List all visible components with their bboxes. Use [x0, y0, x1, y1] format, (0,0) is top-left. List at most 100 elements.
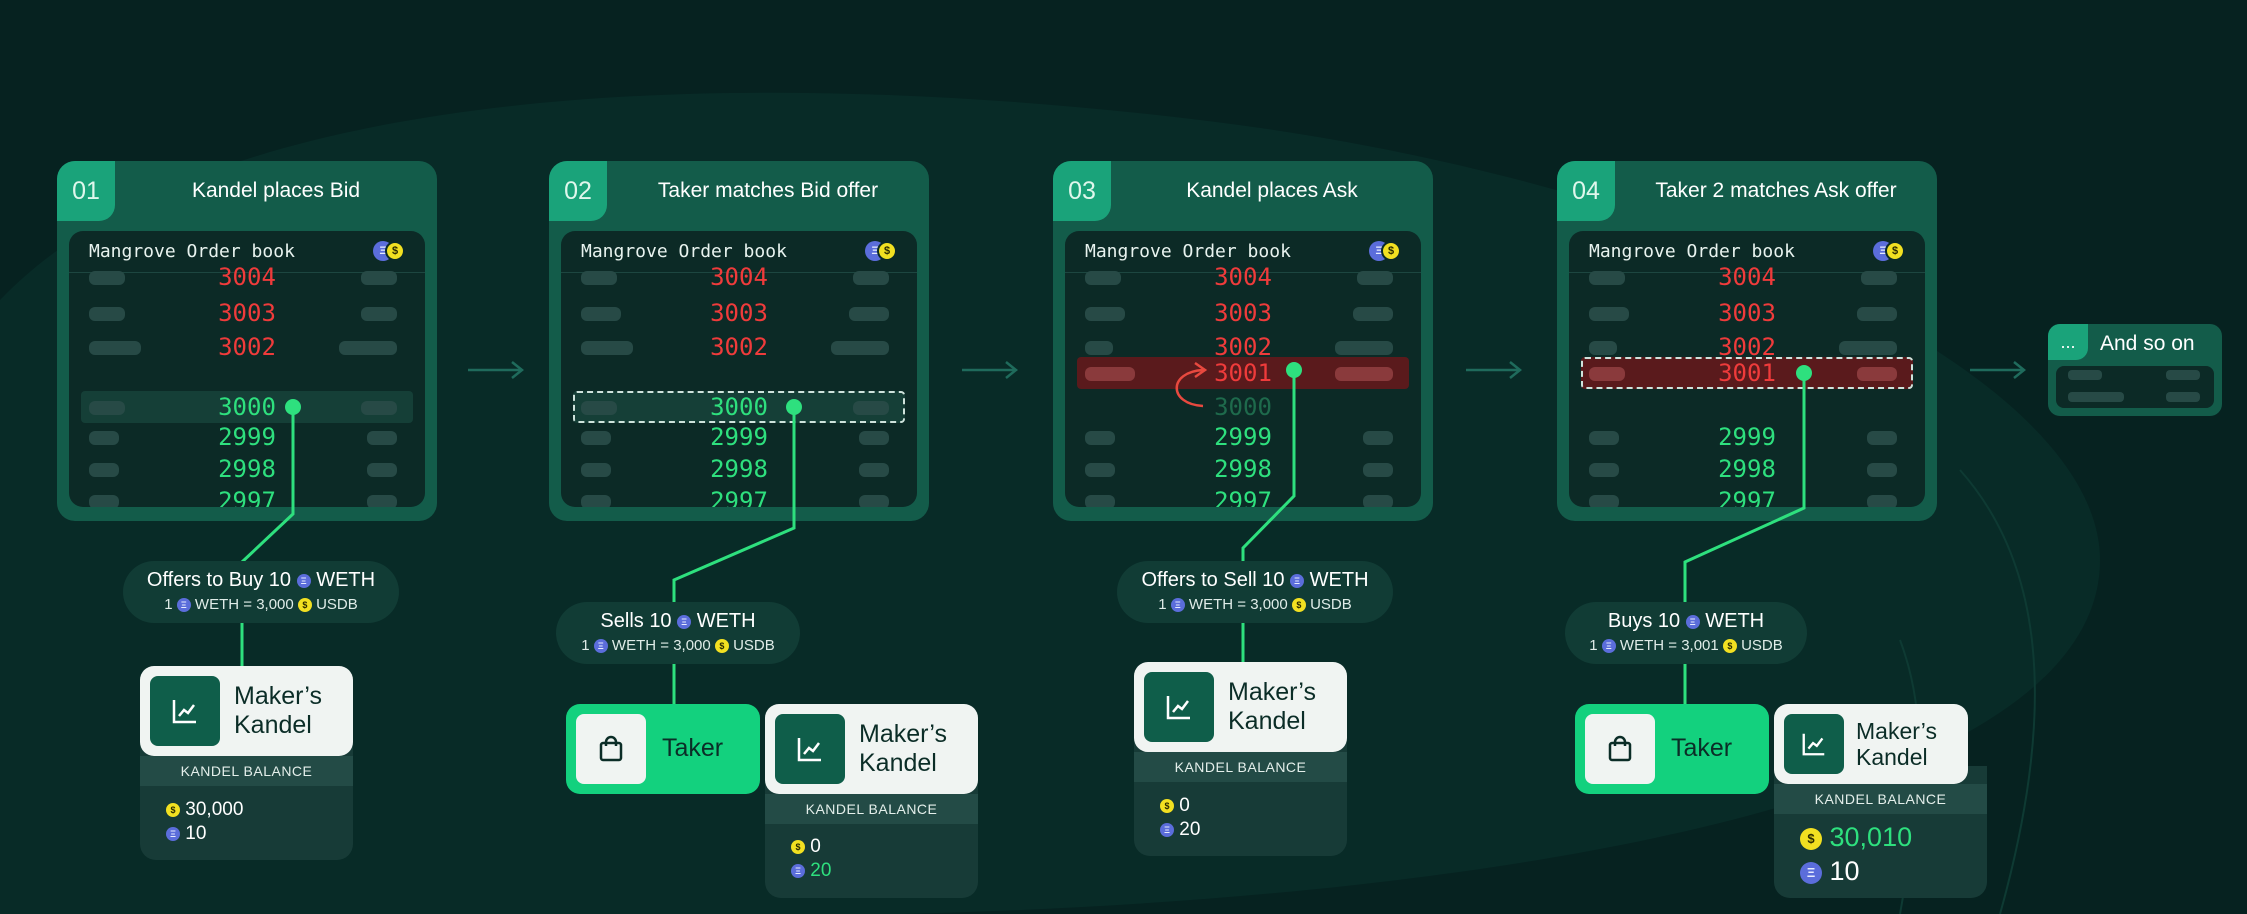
usdb-balance: $ 0	[1160, 795, 1190, 817]
price-label: 3004	[710, 263, 768, 291]
usdb-token-icon: $	[714, 639, 729, 654]
price-label: 3001	[1718, 359, 1776, 387]
price-label: 2997	[1214, 487, 1272, 507]
order-row: 3003	[561, 297, 917, 329]
step-card-04: 04 Taker 2 matches Ask offer Mangrove Or…	[1557, 161, 1937, 521]
step-card-01: 01 Kandel places Bid Mangrove Order book…	[57, 161, 437, 521]
order-row: 3004	[1569, 261, 1925, 293]
flow-arrow-2-head	[1005, 361, 1019, 379]
matched-offer-outline	[1581, 357, 1913, 389]
eth-token-icon: Ξ	[176, 598, 191, 613]
step-card-03: 03 Kandel places Ask Mangrove Order book…	[1053, 161, 1433, 521]
price-label: 3002	[710, 333, 768, 361]
order-row: 2999	[69, 421, 425, 453]
price-label: 2999	[1718, 423, 1776, 451]
eth-token-icon: Ξ	[1800, 861, 1822, 884]
price-label: 3002	[1214, 333, 1272, 361]
order-row: 3002	[561, 331, 917, 363]
balance-header: KANDEL BALANCE	[140, 756, 353, 786]
step-title: Kandel places Ask	[1186, 179, 1358, 202]
order-row: 3000	[561, 391, 917, 423]
order-row: 2999	[561, 421, 917, 453]
offer-main-text: Offers to Buy 10 Ξ WETH	[146, 569, 376, 591]
price-label: 2998	[1718, 455, 1776, 483]
order-row: 2997	[1065, 485, 1421, 507]
offer-main-text: Sells 10 Ξ WETH	[600, 610, 756, 632]
order-row: 3004	[1065, 261, 1421, 293]
connector-line-01	[240, 407, 295, 564]
eth-token-icon: Ξ	[1685, 614, 1700, 629]
shopping-bag-icon	[1585, 714, 1655, 784]
order-row: 2999	[1065, 421, 1421, 453]
flow-arrow-4-head	[2013, 361, 2027, 379]
eth-token-icon: Ξ	[296, 573, 311, 588]
connector-line-03	[1241, 370, 1296, 562]
matched-bid-highlight	[573, 391, 905, 423]
chart-line-icon	[1144, 672, 1214, 742]
price-label: 2997	[1718, 487, 1776, 507]
order-book-title: Mangrove Order book	[581, 241, 787, 262]
order-row: 2997	[561, 485, 917, 507]
connector-dot-01	[285, 399, 301, 415]
connector-dot-04	[1796, 365, 1812, 381]
usdb-token-icon: $	[1885, 241, 1905, 261]
usdb-token-icon: $	[1722, 639, 1737, 654]
price-label: 2997	[218, 487, 276, 507]
offer-box-02: Sells 10 Ξ WETH 1 Ξ WETH = 3,000 $ USDB	[556, 602, 800, 664]
usdb-token-icon: $	[166, 802, 180, 817]
offer-rate-text: 1 Ξ WETH = 3,001 $ USDB	[1589, 637, 1783, 654]
order-row: 3003	[69, 297, 425, 329]
price-label: 3004	[1214, 263, 1272, 291]
usdb-token-icon: $	[791, 839, 805, 854]
price-label: 3002	[1718, 333, 1776, 361]
order-row: 3000	[1065, 391, 1421, 423]
chart-line-icon	[150, 676, 220, 746]
connector-dot-02	[786, 399, 802, 415]
reposition-arrow	[1175, 368, 1204, 408]
price-label: 3002	[218, 333, 276, 361]
step-card-02: 02 Taker matches Bid offer Mangrove Orde…	[549, 161, 929, 521]
order-book-header: Mangrove Order book Ξ$	[1065, 231, 1421, 273]
price-label: 3004	[1718, 263, 1776, 291]
order-book: Mangrove Order book Ξ$ 3004 3003 3002 30…	[1569, 231, 1925, 507]
order-book: Mangrove Order book Ξ$ 3004 3003 3002 30…	[1065, 231, 1421, 507]
price-label: 2997	[710, 487, 768, 507]
eth-token-icon: Ξ	[166, 826, 180, 841]
step-number: 04	[1557, 161, 1615, 221]
eth-token-icon: Ξ	[1160, 822, 1174, 837]
order-row: 3004	[561, 261, 917, 293]
usdb-token-icon: $	[1160, 798, 1174, 813]
order-book: Mangrove Order book Ξ$ 3004 3003 3002 30…	[69, 231, 425, 507]
usdb-token-icon: $	[1291, 598, 1306, 613]
offer-rate-text: 1 Ξ WETH = 3,000 $ USDB	[581, 637, 775, 654]
order-row: 2999	[1569, 421, 1925, 453]
offer-box-03: Offers to Sell 10 Ξ WETH 1 Ξ WETH = 3,00…	[1117, 561, 1393, 623]
balance-header: KANDEL BALANCE	[1134, 752, 1347, 782]
weth-balance: Ξ 20	[791, 860, 831, 882]
chart-line-icon	[775, 714, 845, 784]
order-row: 3002	[1065, 331, 1421, 363]
taker-card-02: Taker	[566, 704, 760, 794]
order-row: 2998	[1065, 453, 1421, 485]
price-label: 2998	[710, 455, 768, 483]
order-row: 3001	[1065, 357, 1421, 389]
offer-main-text: Offers to Sell 10 Ξ WETH	[1141, 569, 1369, 591]
eth-token-icon: Ξ	[791, 863, 805, 878]
order-row: 3000	[69, 391, 425, 423]
usdb-token-icon: $	[1800, 827, 1822, 850]
connector-line-02	[672, 407, 796, 604]
eth-token-icon: Ξ	[677, 614, 692, 629]
step-title: Taker matches Bid offer	[657, 179, 879, 202]
taker-card-04: Taker	[1575, 704, 1769, 794]
price-label: 2999	[218, 423, 276, 451]
token-pair-icon: Ξ$	[1369, 241, 1403, 263]
kandel-balance-panel-03: KANDEL BALANCE $ 0 Ξ 20	[1134, 734, 1347, 856]
shopping-bag-icon	[576, 714, 646, 784]
price-label: 3000	[1214, 393, 1272, 421]
order-book-title: Mangrove Order book	[89, 241, 295, 262]
order-book-title: Mangrove Order book	[1085, 241, 1291, 262]
